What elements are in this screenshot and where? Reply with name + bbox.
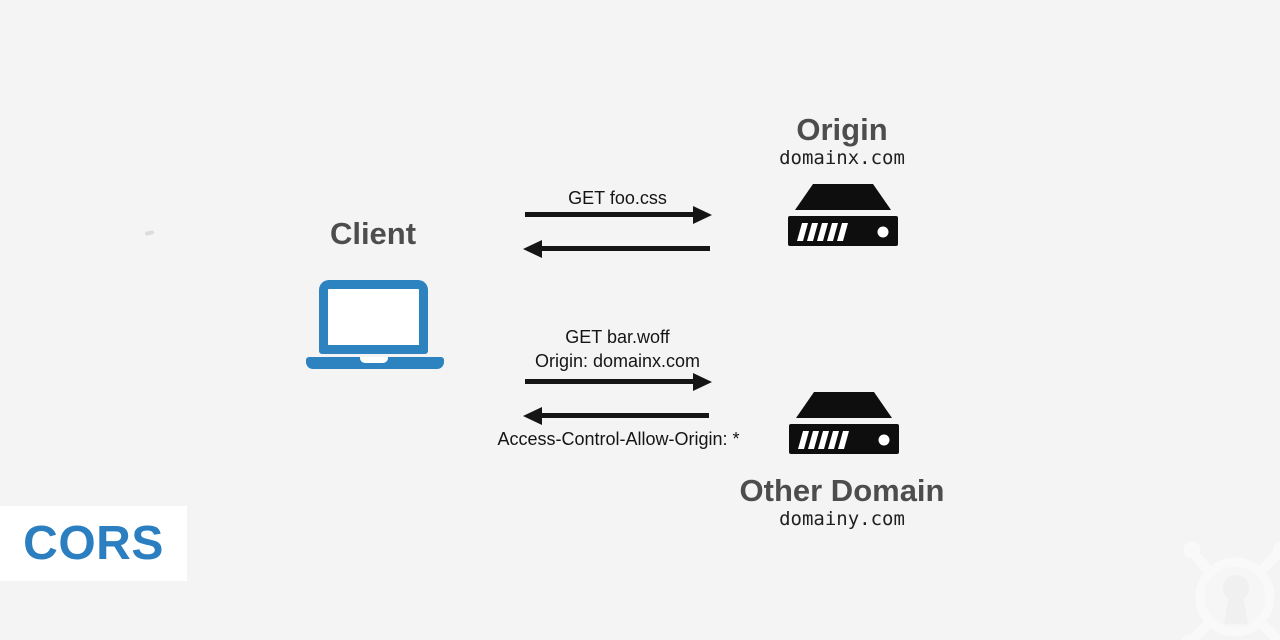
origin-domain: domainx.com	[779, 147, 905, 169]
server-icon	[789, 392, 899, 454]
laptop-base	[306, 357, 444, 369]
response2-label: Access-Control-Allow-Origin: *	[497, 429, 740, 449]
laptop-screen	[319, 280, 428, 354]
request2-label-line1: GET bar.woff	[565, 327, 670, 347]
cors-badge: CORS	[0, 506, 187, 581]
response1-arrow-left	[542, 246, 710, 251]
client-label: Client	[329, 216, 417, 251]
laptop-notch	[360, 357, 388, 363]
other-domain-domain: domainy.com	[779, 508, 905, 530]
origin-title: Origin	[796, 112, 888, 147]
response2-arrow-left	[542, 413, 709, 418]
request1-arrow-right	[525, 212, 693, 217]
request2-label-line2: Origin: domainx.com	[534, 351, 701, 371]
keyhole-logo-watermark	[1181, 540, 1280, 640]
request2-arrow-right	[525, 379, 693, 384]
stray-mark	[144, 230, 155, 236]
cors-badge-label: CORS	[23, 517, 164, 570]
request1-label: GET foo.css	[568, 188, 667, 208]
server-icon	[788, 184, 898, 246]
other-domain-title: Other Domain	[739, 473, 945, 508]
